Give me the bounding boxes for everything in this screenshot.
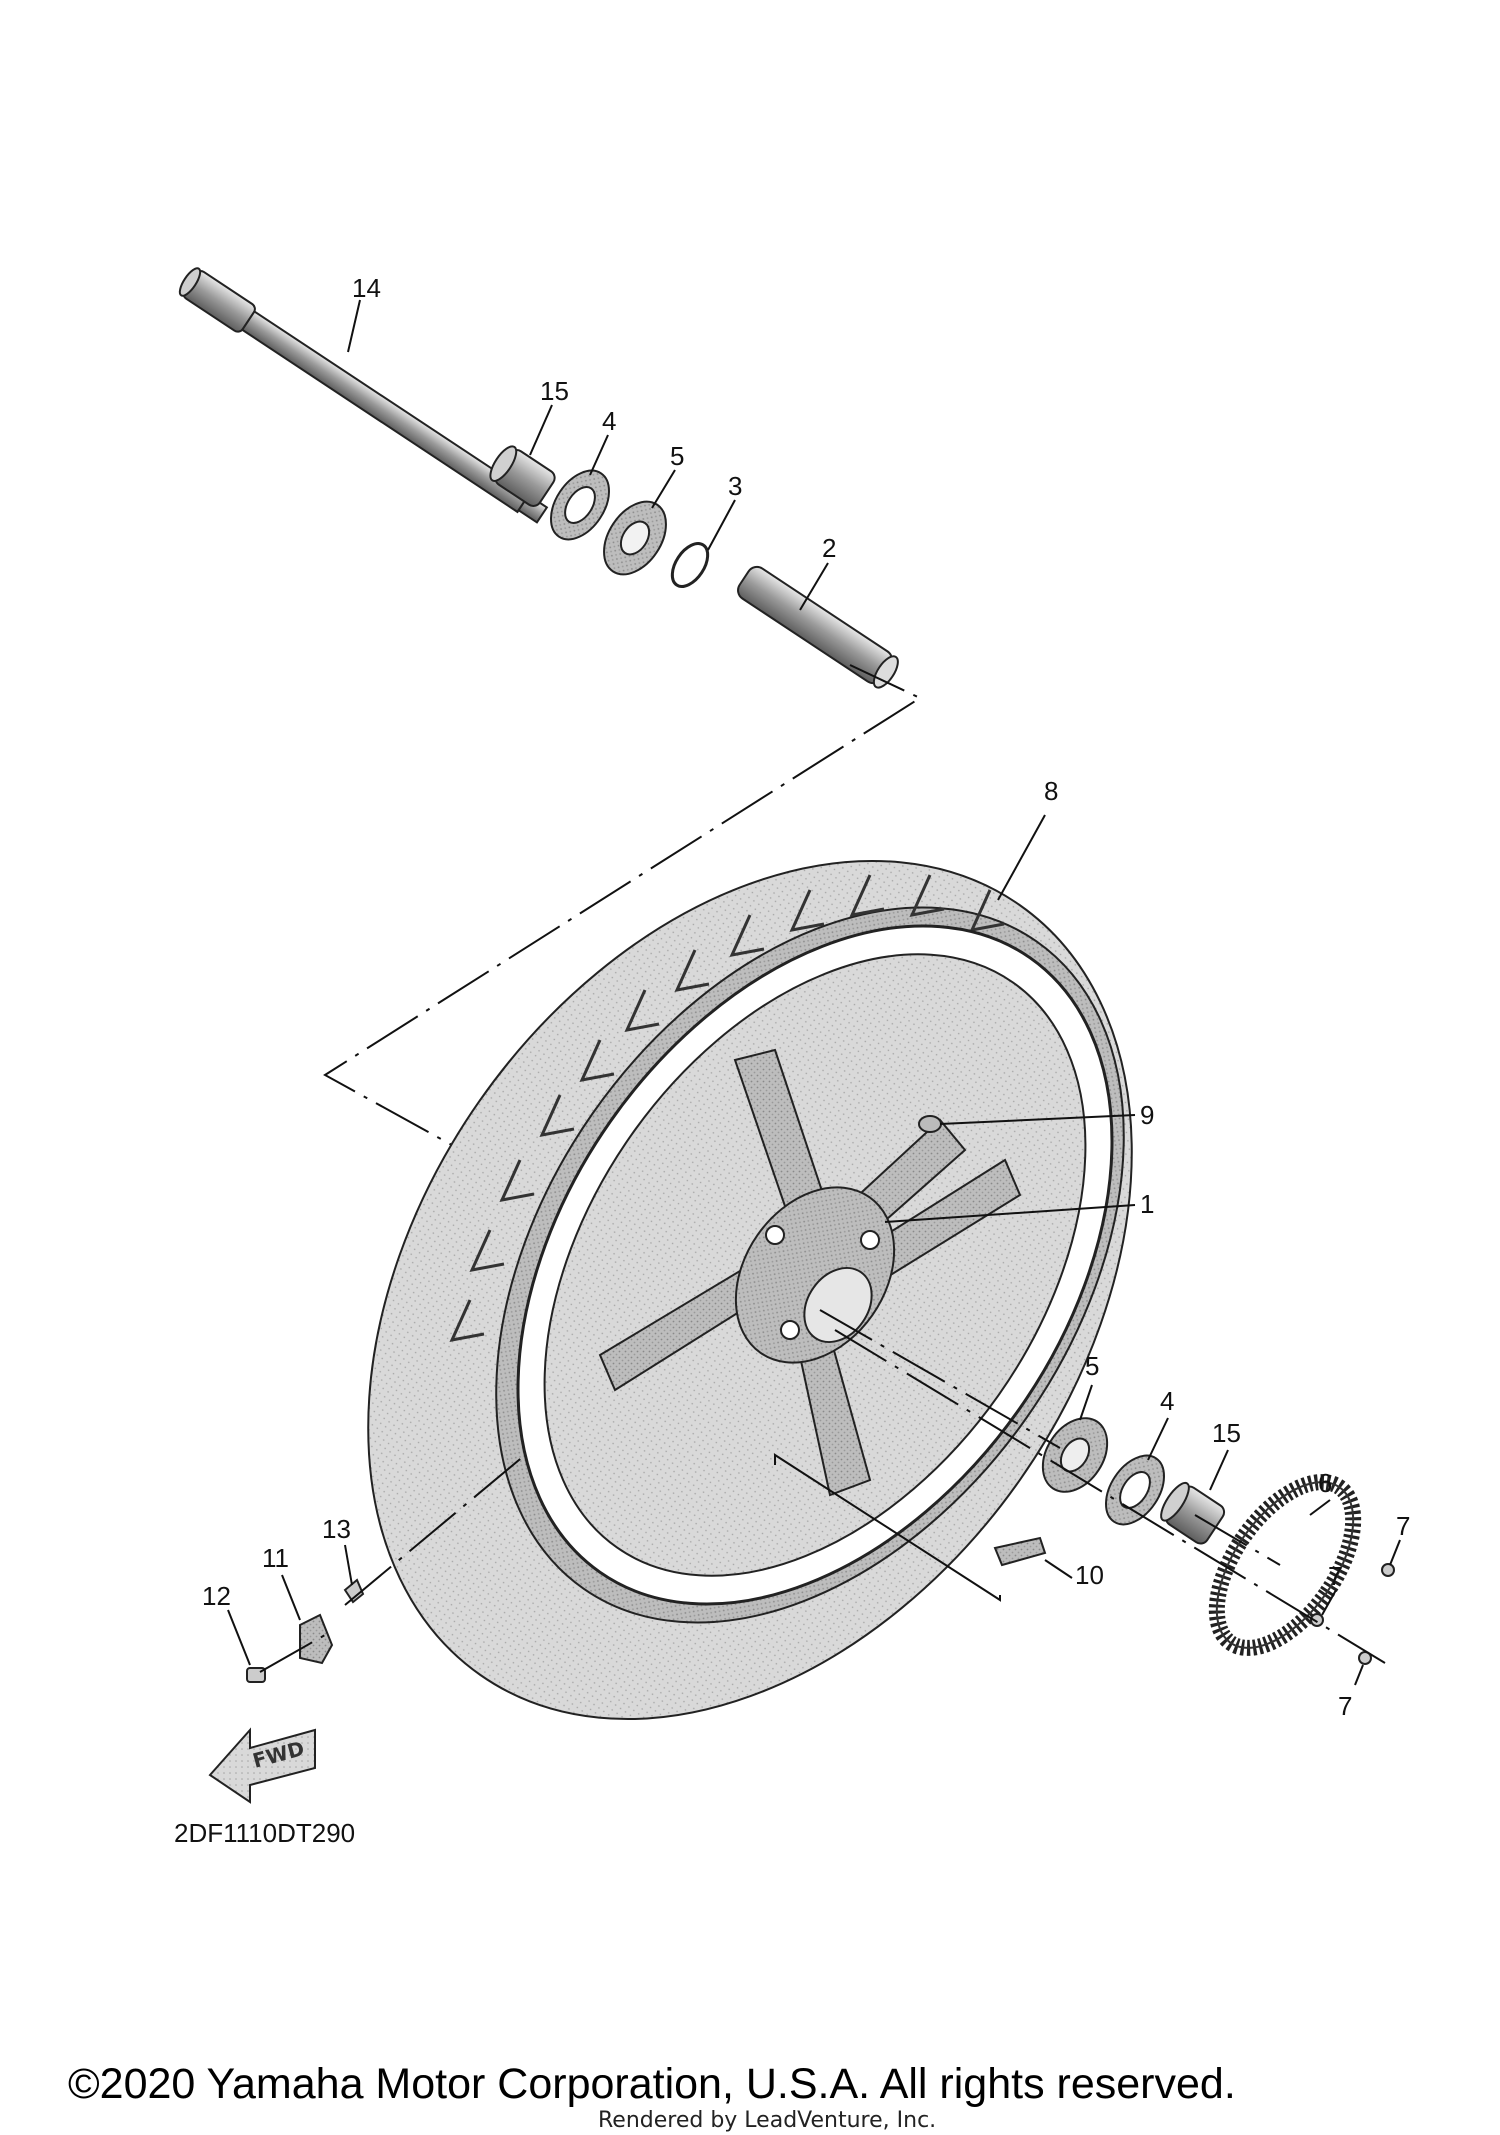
abs-sensor-rotor[interactable] — [1190, 1459, 1381, 1672]
callout-4-left: 4 — [602, 406, 616, 436]
rendered-by-credit: Rendered by LeadVenture, Inc. — [598, 2108, 936, 2133]
left-spacer[interactable] — [486, 443, 558, 509]
callout-5-right: 5 — [1085, 1351, 1099, 1381]
circlip[interactable] — [665, 537, 715, 592]
tire-valve[interactable] — [918, 1115, 942, 1133]
callout-7-bottom: 7 — [1338, 1691, 1352, 1721]
front-axle[interactable] — [176, 265, 551, 528]
cast-wheel[interactable] — [395, 814, 1235, 1715]
callout-11: 11 — [262, 1543, 289, 1573]
right-spacer[interactable] — [1156, 1479, 1227, 1547]
left-oil-seal[interactable] — [539, 460, 621, 550]
callout-15-left: 15 — [540, 376, 569, 406]
callout-1: 1 — [1140, 1189, 1154, 1219]
callout-labels: 14 15 4 5 3 2 8 9 1 5 4 15 6 7 7 7 10 13… — [202, 273, 1410, 1721]
callout-9: 9 — [1140, 1100, 1154, 1130]
callout-10: 10 — [1075, 1560, 1104, 1590]
diagram-reference-code: 2DF1110DT290 — [174, 1818, 355, 1848]
callout-15-right: 15 — [1212, 1418, 1241, 1448]
callout-5-left: 5 — [670, 441, 684, 471]
callout-6: 6 — [1318, 1468, 1332, 1498]
left-bearing[interactable] — [591, 490, 679, 585]
rotor-bolt-2[interactable] — [1310, 1613, 1324, 1627]
callout-2: 2 — [822, 533, 836, 563]
right-oil-seal[interactable] — [1094, 1445, 1176, 1535]
rotor-bolt-1[interactable] — [1381, 1563, 1395, 1577]
forward-direction-arrow: FWD — [208, 1727, 316, 1804]
callout-3: 3 — [728, 471, 742, 501]
callout-13: 13 — [322, 1514, 351, 1544]
callout-8: 8 — [1044, 776, 1058, 806]
callout-7-top: 7 — [1396, 1511, 1410, 1541]
balance-weight[interactable] — [993, 1536, 1047, 1567]
wheel-collar[interactable] — [734, 563, 902, 691]
callout-12: 12 — [202, 1581, 231, 1611]
sensor-clip[interactable] — [343, 1578, 365, 1604]
callout-7-middle: 7 — [1328, 1561, 1342, 1591]
leader-lines — [227, 299, 1401, 1686]
right-bearing[interactable] — [1030, 1406, 1121, 1504]
sensor-bracket[interactable] — [299, 1613, 334, 1665]
copyright-notice: ©2020 Yamaha Motor Corporation, U.S.A. A… — [68, 2060, 1236, 2108]
callout-14: 14 — [352, 273, 381, 303]
callout-4-right: 4 — [1160, 1386, 1174, 1416]
